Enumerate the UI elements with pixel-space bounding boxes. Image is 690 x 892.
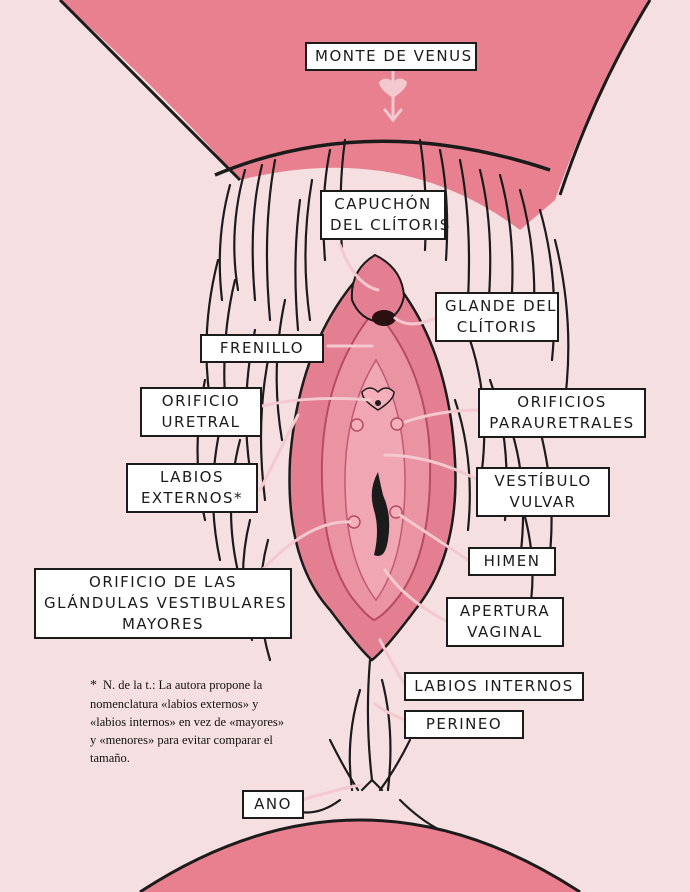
label-labios-internos: LABIOS INTERNOS [404, 672, 584, 701]
pointer-arrows [258, 70, 482, 802]
label-himen: HIMEN [468, 547, 556, 576]
label-perineo: PERINEO [404, 710, 524, 739]
paraurethral-orifices [347, 417, 404, 529]
label-monte-de-venus: MONTE DE VENUS [305, 42, 477, 71]
clitoral-glans [372, 310, 396, 326]
mons-line [214, 139, 551, 177]
translator-footnote: *N. de la t.: La autora propone la nomen… [90, 678, 285, 765]
upper-thigh-shape [60, 0, 650, 230]
label-frenillo: FRENILLO [200, 334, 324, 363]
vaginal-opening [371, 472, 390, 556]
urethral-orifice [361, 387, 395, 411]
label-ano: ANO [242, 790, 304, 819]
